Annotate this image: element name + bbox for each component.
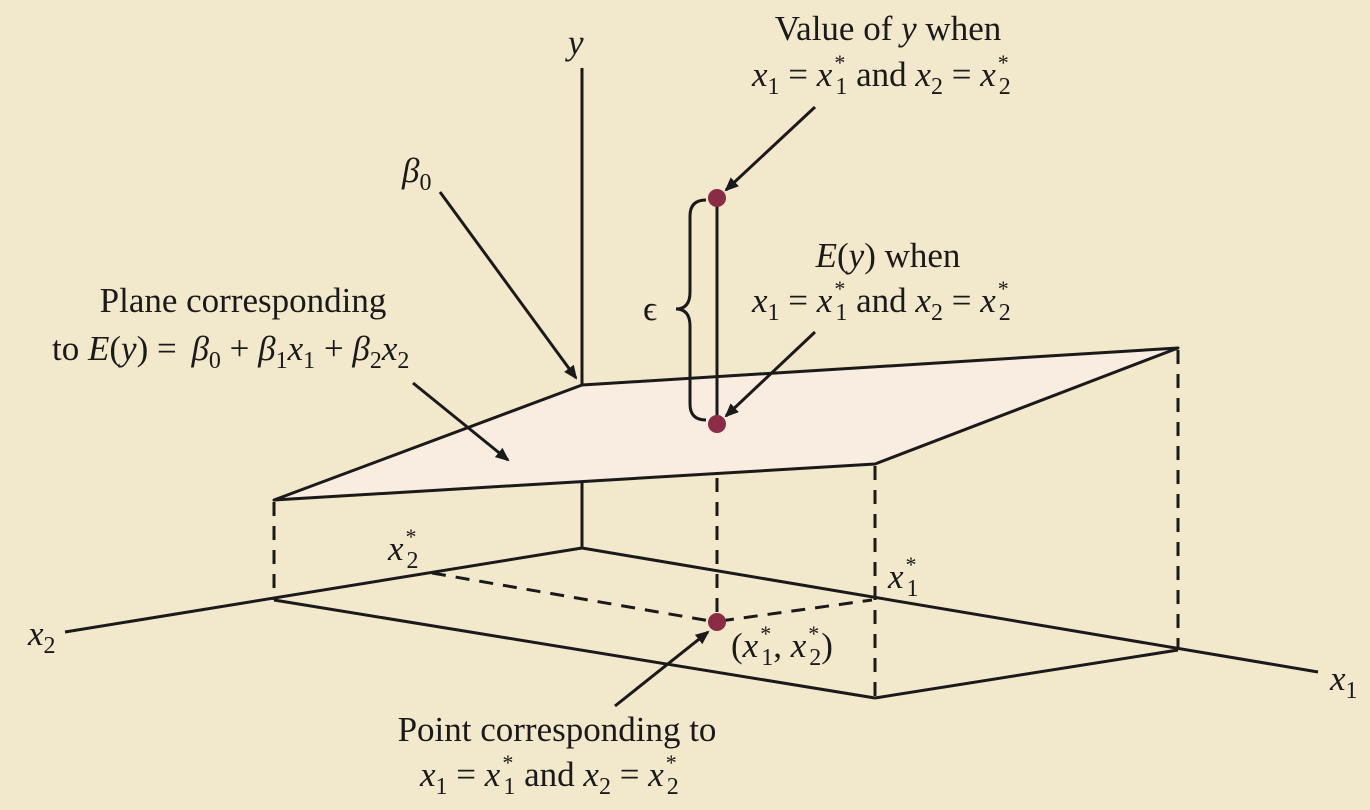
value-of-y-line1: Value of y when [775, 9, 1001, 48]
y-axis-label: y [565, 23, 584, 62]
x2-axis-label: x2 [27, 614, 56, 659]
ey-when-line1: E(y) when [815, 236, 961, 275]
point-label-line1: Point corresponding to [398, 710, 717, 749]
observed-y-point [708, 189, 726, 207]
plane-label-line1: Plane corresponding [100, 281, 387, 320]
arrow-beta0 [438, 191, 578, 380]
x1-star-label: x*1 [887, 552, 919, 602]
dashed-x1star-guide [719, 598, 873, 623]
point-label-line2: x1 = x*1 and x2 = x*2 [419, 750, 679, 800]
base-edge-front [273, 598, 876, 700]
x1-axis [581, 546, 1319, 674]
xstar-point [708, 613, 726, 631]
x2-axis [64, 546, 583, 634]
value-of-y-line2: x1 = x*1 and x2 = x*2 [751, 50, 1011, 100]
dashed-x2star-guide [431, 571, 717, 624]
arrow-value-of-y [724, 105, 817, 192]
x1-axis-label: x1 [1329, 659, 1358, 704]
expected-y-point [708, 415, 726, 433]
arrow-ey [724, 330, 817, 418]
x2-star-label: x*2 [387, 524, 419, 574]
arrow-plane [412, 381, 510, 462]
base-edge-right [874, 648, 1179, 700]
arrow-point [614, 630, 710, 708]
beta0-label: β0 [401, 151, 431, 196]
epsilon-label: ϵ [643, 289, 657, 328]
epsilon-brace [675, 198, 707, 422]
ey-when-line2: x1 = x*1 and x2 = x*2 [751, 276, 1011, 326]
point-coordinate-label: (x*1, x*2) [731, 621, 833, 671]
plane-label-line2: to E(y) = β0 + β1x1 + β2x2 [52, 329, 409, 374]
